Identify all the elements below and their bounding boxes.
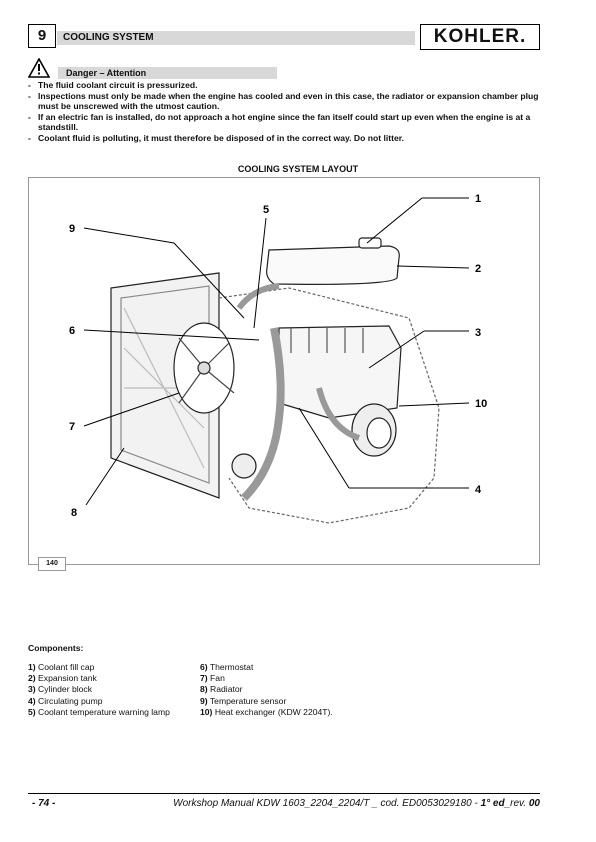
component-item: 10) Heat exchanger (KDW 2204T). — [200, 706, 333, 717]
components-list-right: 6) Thermostat 7) Fan 8) Radiator 9) Temp… — [200, 662, 333, 718]
cooling-system-diagram: 1 2 3 4 5 6 7 8 9 10 — [28, 177, 540, 565]
callout-3: 3 — [475, 327, 481, 339]
callout-2: 2 — [475, 263, 481, 275]
section-title: COOLING SYSTEM — [57, 31, 415, 45]
callout-7: 7 — [69, 421, 75, 433]
warning-triangle-icon — [28, 58, 50, 78]
figure-number: 140 — [38, 557, 66, 571]
warning-item: Inspections must only be made when the e… — [28, 91, 540, 112]
callout-6: 6 — [69, 325, 75, 337]
component-item: 5) Coolant temperature warning lamp — [28, 706, 170, 717]
component-item: 4) Circulating pump — [28, 695, 103, 706]
kohler-logo: KOHLER. — [420, 24, 540, 50]
warning-list: The fluid coolant circuit is pressurized… — [28, 80, 540, 143]
chapter-number: 9 — [28, 24, 56, 48]
callout-1: 1 — [475, 193, 481, 205]
page-number: - 74 - — [32, 798, 56, 809]
component-item: 6) Thermostat — [200, 662, 254, 672]
pump-shape — [231, 453, 257, 479]
callout-9: 9 — [69, 223, 75, 235]
component-item: 8) Radiator — [200, 684, 243, 695]
components-list-left: 1) Coolant fill cap 2) Expansion tank 3)… — [28, 662, 170, 718]
warning-item: The fluid coolant circuit is pressurized… — [28, 80, 540, 91]
warning-item: If an electric fan is installed, do not … — [28, 112, 540, 133]
callout-4: 4 — [475, 484, 482, 496]
components-title: Components: — [28, 643, 84, 653]
callout-5: 5 — [263, 204, 269, 216]
component-item: 9) Temperature sensor — [200, 695, 287, 706]
component-item: 3) Cylinder block — [28, 684, 93, 695]
figure-title: COOLING SYSTEM LAYOUT — [237, 164, 359, 174]
component-item: 7) Fan — [200, 673, 225, 684]
component-item: 2) Expansion tank — [28, 673, 97, 684]
engine-illustration: 1 2 3 4 5 6 7 8 9 10 — [69, 193, 487, 524]
callout-10: 10 — [475, 398, 487, 410]
warning-item: Coolant fluid is polluting, it must ther… — [28, 133, 540, 144]
callout-8: 8 — [71, 507, 77, 519]
footer-text: Workshop Manual KDW 1603_2204_2204/T _ c… — [173, 798, 540, 809]
warning-title: Danger – Attention — [58, 67, 277, 79]
expansion-tank-shape — [266, 245, 400, 285]
footer-divider — [28, 793, 540, 794]
coolant-hose — [241, 327, 285, 501]
component-item: 1) Coolant fill cap — [28, 662, 95, 672]
cylinder-block-shape — [278, 325, 402, 419]
